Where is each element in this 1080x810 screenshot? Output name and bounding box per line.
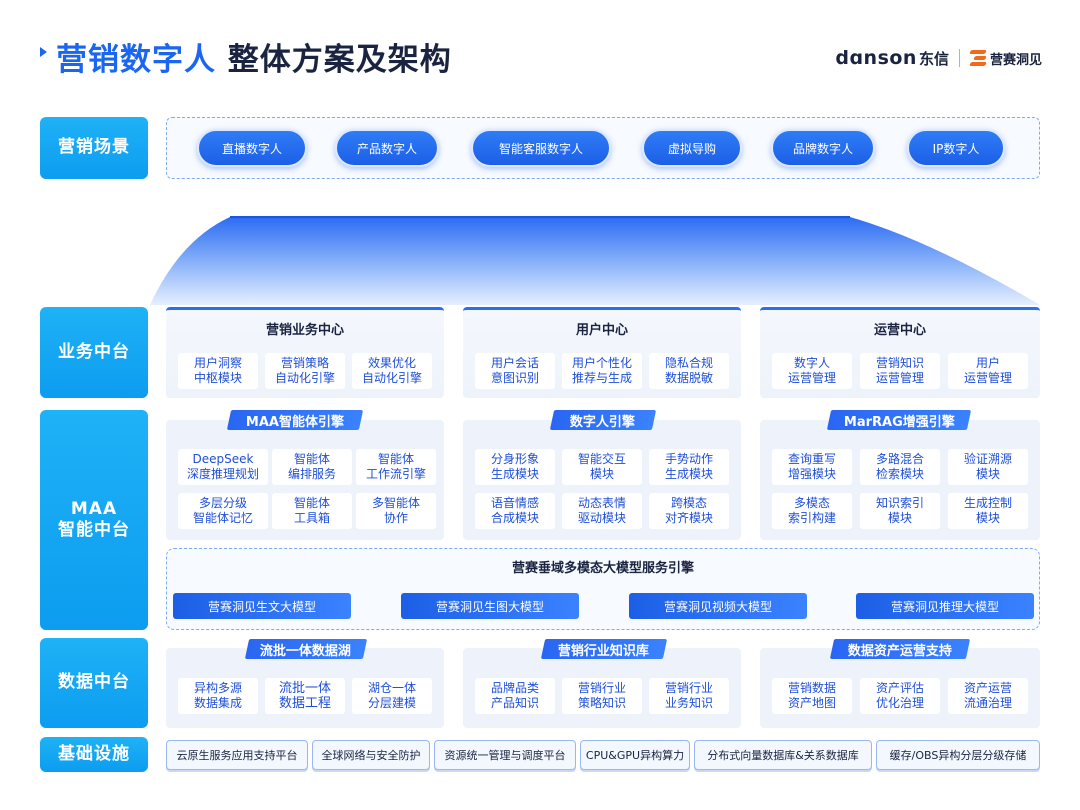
title-rest: 整体方案及架构 [227,42,452,78]
infra-item: 全球网络与安全防护 [312,740,430,770]
module-cell: 营销知识 运营管理 [860,353,940,389]
maa-agent-engine-tab: MAA智能体引擎 [226,410,364,430]
module-cell: 验证溯源 模块 [948,449,1028,485]
module-cell: 营销行业 策略知识 [562,678,642,714]
module-cell: 资产评估 优化治理 [860,678,940,714]
module-cell: 效果优化 自动化引擎 [352,353,432,389]
scene-pill: IP数字人 [907,129,1005,167]
layer-label-data: 数据中台 [40,638,148,728]
panel-title: 营销业务中心 [265,323,344,338]
data-panel-asset: 营销数据 资产地图 资产评估 优化治理 资产运营 流通治理 [760,648,1040,728]
tab-label: MAA智能体引擎 [245,414,345,430]
multimodal-model-container: 营赛垂域多模态大模型服务引擎 营赛洞见生文大模型 营赛洞见生图大模型 营赛洞见视… [166,548,1040,630]
model-block: 营赛洞见视频大模型 [629,593,807,619]
tab-label: 数据资产运营支持 [847,643,952,659]
maa-panel-digital-human: 分身形象 生成模块 智能交互 模块 手势动作 生成模块 语音情感 合成模块 动态… [463,420,741,540]
module-cell: 智能交互 模块 [562,449,642,485]
scene-pill: 产品数字人 [335,129,439,167]
module-cell: 隐私合规 数据脱敏 [649,353,729,389]
brand-logos: dɑnson 东信 营赛洞见 [835,47,1042,69]
upward-fan-graphic [150,216,1040,305]
tab-label: 流批一体数据湖 [260,643,352,659]
scene-pill: 虚拟导购 [642,129,742,167]
tab-label: MarRAG增强引擎 [843,414,955,430]
module-cell: 动态表情 驱动模块 [562,493,642,529]
module-cell: 用户个性化 推荐与生成 [562,353,642,389]
module-cell: 语音情感 合成模块 [475,493,555,529]
multimodal-title: 营赛垂域多模态大模型服务引擎 [511,561,694,576]
infra-item: 云原生服务应用支持平台 [166,740,308,770]
module-cell: 营销策略 自动化引擎 [265,353,345,389]
tab-label: 数字人引擎 [570,414,636,430]
model-block: 营赛洞见生图大模型 [401,593,579,619]
panel-title: 用户中心 [575,323,628,338]
infra-item: 资源统一管理与调度平台 [434,740,576,770]
module-cell: 智能体 工具箱 [272,493,352,529]
donson-logo: dɑnson [835,47,917,69]
module-cell: 知识索引 模块 [860,493,940,529]
scene-pill: 智能客服数字人 [471,129,611,167]
module-cell: 用户会话 意图识别 [475,353,555,389]
module-cell: 多智能体 协作 [356,493,436,529]
maa-panel-agent: DeepSeek 深度推理规划 智能体 编排服务 智能体 工作流引擎 多层分级 … [166,420,444,540]
module-cell: 资产运营 流通治理 [948,678,1028,714]
module-cell: 数字人 运营管理 [772,353,852,389]
module-cell: 湖仓一体 分层建模 [352,678,432,714]
digital-human-engine-tab: 数字人引擎 [549,410,657,430]
title-highlight: 营销数字人 [56,42,216,78]
module-cell: 分身形象 生成模块 [475,449,555,485]
infra-item: 缓存/OBS异构分层分级存储 [876,740,1040,770]
panel-title: 运营中心 [873,323,926,338]
business-panel-marketing: 营销业务中心 用户洞察 中枢模块 营销策略 自动化引擎 效果优化 自动化引擎 [166,307,444,398]
tab-label: 营销行业知识库 [558,643,650,659]
yingsai-logo-icon [969,49,987,67]
donson-cn-label: 东信 [918,49,949,68]
brand-divider [958,49,960,67]
module-cell: 营销数据 资产地图 [772,678,852,714]
scene-pill: 品牌数字人 [771,129,875,167]
module-cell: 多路混合 检索模块 [860,449,940,485]
knowledge-base-tab: 营销行业知识库 [540,639,668,659]
scene-pill: 直播数字人 [197,129,307,167]
layer-label-infra: 基础设施 [40,737,148,772]
module-cell: 品牌品类 产品知识 [475,678,555,714]
module-cell: 异构多源 数据集成 [178,678,258,714]
module-cell: 多层分级 智能体记忆 [178,493,268,529]
module-cell: DeepSeek 深度推理规划 [178,449,268,485]
module-cell: 用户洞察 中枢模块 [178,353,258,389]
model-block: 营赛洞见推理大模型 [856,593,1034,619]
module-cell: 营销行业 业务知识 [649,678,729,714]
module-cell: 手势动作 生成模块 [649,449,729,485]
module-cell: 用户 运营管理 [948,353,1028,389]
business-panel-user: 用户中心 用户会话 意图识别 用户个性化 推荐与生成 隐私合规 数据脱敏 [463,307,741,398]
title-marker [40,47,47,57]
scene-container: 直播数字人 产品数字人 智能客服数字人 虚拟导购 品牌数字人 IP数字人 [166,117,1040,179]
data-lake-tab: 流批一体数据湖 [244,639,368,659]
module-cell: 多模态 索引构建 [772,493,852,529]
module-cell: 生成控制 模块 [948,493,1028,529]
data-asset-tab: 数据资产运营支持 [829,639,971,659]
business-panel-operation: 运营中心 数字人 运营管理 营销知识 运营管理 用户 运营管理 [760,307,1040,398]
layer-label-business: 业务中台 [40,307,148,398]
infra-item: CPU&GPU异构算力 [580,740,690,770]
layer-label-scene: 营销场景 [40,117,148,179]
module-cell: 流批一体 数据工程 [265,678,345,714]
model-block: 营赛洞见生文大模型 [173,593,351,619]
data-panel-knowledge: 品牌品类 产品知识 营销行业 策略知识 营销行业 业务知识 [463,648,741,728]
yingsai-label: 营赛洞见 [989,52,1042,68]
marrag-engine-tab: MarRAG增强引擎 [826,410,972,430]
module-cell: 查询重写 增强模块 [772,449,852,485]
infra-item: 分布式向量数据库&关系数据库 [694,740,872,770]
data-panel-lake: 异构多源 数据集成 流批一体 数据工程 湖仓一体 分层建模 [166,648,444,728]
layer-label-maa: MAA 智能中台 [40,410,148,630]
maa-panel-marrag: 查询重写 增强模块 多路混合 检索模块 验证溯源 模块 多模态 索引构建 知识索… [760,420,1040,540]
page-title: 营销数字人 整体方案及架构 [56,34,452,79]
module-cell: 智能体 编排服务 [272,449,352,485]
module-cell: 智能体 工作流引擎 [356,449,436,485]
module-cell: 跨模态 对齐模块 [649,493,729,529]
